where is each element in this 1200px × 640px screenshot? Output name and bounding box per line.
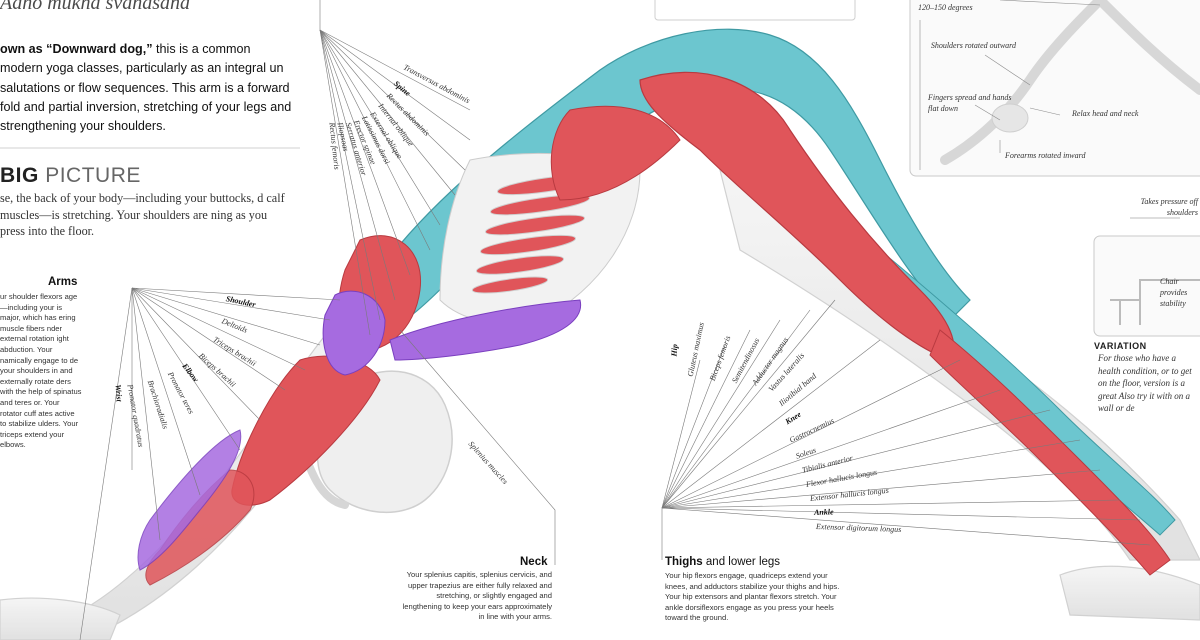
inset-diagram — [909, 0, 1200, 177]
arms-title: Arms — [48, 276, 78, 288]
neck-text: Your splenius capitis, splenius cervicis… — [402, 570, 552, 622]
arms-text: ur shoulder flexors age—including your i… — [0, 292, 82, 450]
muscles — [137, 28, 1176, 586]
leader-lines — [79, 0, 1180, 640]
big-picture-light: PICTURE — [45, 164, 141, 187]
label-wrist: Wrist — [113, 384, 124, 402]
label-ankle: Ankle — [813, 507, 834, 517]
big-picture-heading: BIG PICTURE — [0, 164, 141, 188]
intro-paragraph: own as “Downward dog,” this is a common … — [0, 40, 292, 136]
variation-box — [1093, 235, 1200, 337]
inset-angle: 120–150 degrees — [918, 3, 973, 12]
big-picture-bold: BIG — [0, 164, 39, 187]
label-hip: Hip — [669, 343, 680, 357]
neck-title: Neck — [520, 556, 548, 568]
inset-note-head: Relax head and neck — [1072, 109, 1139, 118]
big-picture-text: se, the back of your body—including your… — [0, 191, 285, 238]
variation-text: For those who have a health condition, o… — [1098, 353, 1192, 413]
intro-rest: this is a common modern yoga classes, pa… — [0, 42, 292, 134]
variation-note-top: Takes pressure off shoulders — [1140, 197, 1198, 217]
thighs-title: Thighs and lower legs — [665, 556, 780, 568]
top-box — [654, 0, 856, 21]
thighs-title-rest: and lower legs — [702, 556, 781, 568]
inset-note-fingers: Fingers spread and hands flat down — [928, 93, 1012, 113]
variation-title: VARIATION — [1094, 341, 1147, 351]
intro-lead: own as “Downward dog,” — [0, 42, 153, 56]
thighs-title-bold: Thighs — [665, 556, 703, 568]
pose-sanskrit-name: Adho mukha svanasana — [0, 0, 190, 14]
thighs-text: Your hip flexors engage, quadriceps exte… — [665, 571, 840, 623]
inset-note-shoulders: Shoulders rotated outward — [930, 41, 1016, 50]
variation-chair-note: Chair provides stability — [1160, 277, 1188, 308]
inset-note-forearms: Forearms rotated inward — [1005, 151, 1086, 160]
